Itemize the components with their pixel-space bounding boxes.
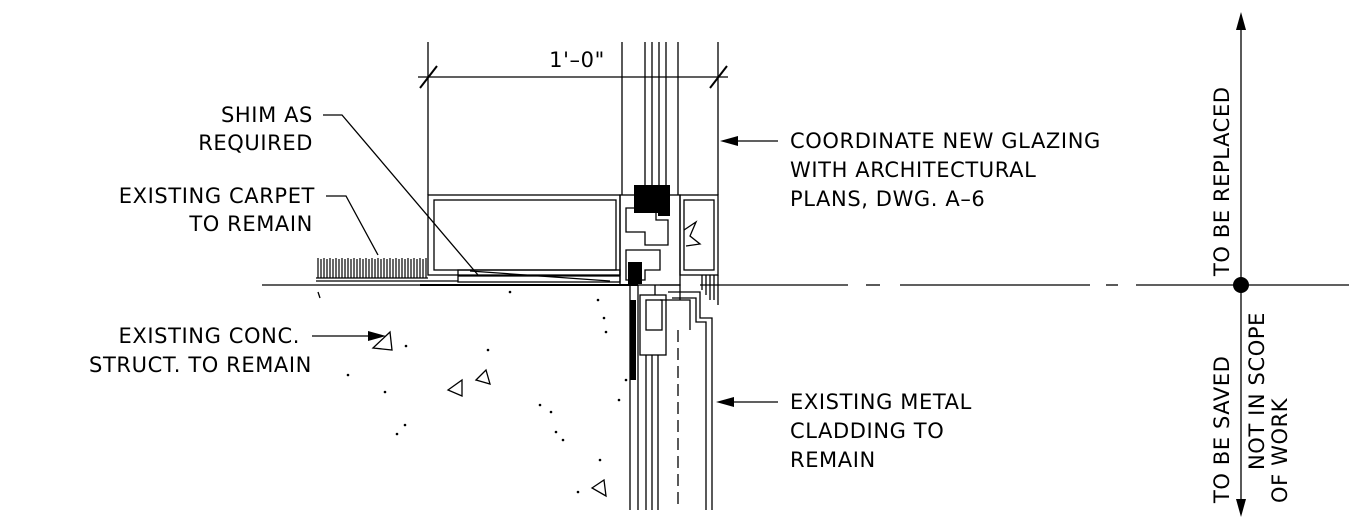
existing-metal-cladding <box>639 284 713 510</box>
note-glazing-line2: WITH ARCHITECTURAL <box>790 158 1036 182</box>
scope-point-icon <box>1233 277 1249 293</box>
dimension-text: 1'–0" <box>549 48 605 72</box>
note-glazing-line3: PLANS, DWG. A–6 <box>790 187 985 211</box>
note-concrete-line1: EXISTING CONC. <box>119 324 301 348</box>
concrete-stipple <box>317 290 628 498</box>
scope-divider <box>1233 12 1249 517</box>
sill-receptor <box>427 194 621 283</box>
scope-of-work-label: OF WORK <box>1268 397 1292 503</box>
note-glazing-line1: COORDINATE NEW GLAZING <box>790 129 1101 153</box>
arrow-up-icon <box>1236 12 1246 30</box>
note-shim-line2: REQUIRED <box>198 131 313 155</box>
dimension-group: 1'–0" <box>418 42 728 195</box>
note-shim-line1: SHIM AS <box>221 103 313 127</box>
scope-upper-label: TO BE REPLACED <box>1210 86 1234 277</box>
note-cladding-line2: CLADDING TO <box>790 419 944 443</box>
note-cladding-line1: EXISTING METAL <box>790 390 972 414</box>
leader-lines <box>312 114 778 407</box>
concrete-slab-edge <box>629 285 639 510</box>
note-carpet-line2: TO REMAIN <box>188 212 313 236</box>
glazing-mullion <box>619 42 719 305</box>
arrow-down-icon <box>1236 499 1246 517</box>
dimension-tick-left <box>419 65 438 89</box>
scope-not-in-scope-label: NOT IN SCOPE <box>1245 312 1269 470</box>
note-cladding-line3: REMAIN <box>790 448 876 472</box>
note-carpet-line1: EXISTING CARPET <box>119 184 315 208</box>
scope-saved-label: TO BE SAVED <box>1210 355 1234 504</box>
note-concrete-line2: STRUCT. TO REMAIN <box>89 353 312 377</box>
carpet-hatch <box>317 258 427 278</box>
